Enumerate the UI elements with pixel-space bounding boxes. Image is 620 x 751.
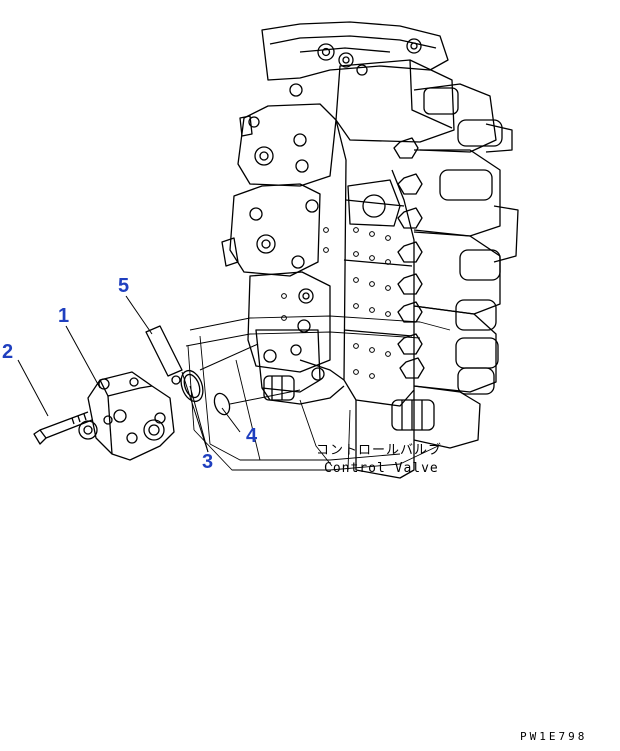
- part-3-o-ring: [180, 369, 204, 403]
- callout-2: 2: [2, 341, 14, 363]
- callout-3: 3: [202, 451, 214, 473]
- valve-hex-nuts: [393, 137, 425, 379]
- drawing-code: PW1E798: [520, 730, 588, 743]
- part-2-bolt: [33, 411, 93, 445]
- callout-5: 5: [118, 275, 130, 297]
- caption-english: Control Valve: [324, 461, 439, 476]
- valve-port-holes: [281, 227, 391, 379]
- mounting-phantom-outline: [185, 315, 451, 471]
- part-4-o-ring: [213, 392, 231, 416]
- callout-4: 4: [246, 425, 258, 447]
- part-1-cover-block: [78, 371, 175, 461]
- valve-bolt-heads: [248, 38, 422, 381]
- control-valve-body: [221, 21, 519, 479]
- part-5-plug: [145, 325, 183, 385]
- caption-japanese: コントロールバルブ: [316, 443, 443, 458]
- callout-1: 1: [58, 305, 70, 327]
